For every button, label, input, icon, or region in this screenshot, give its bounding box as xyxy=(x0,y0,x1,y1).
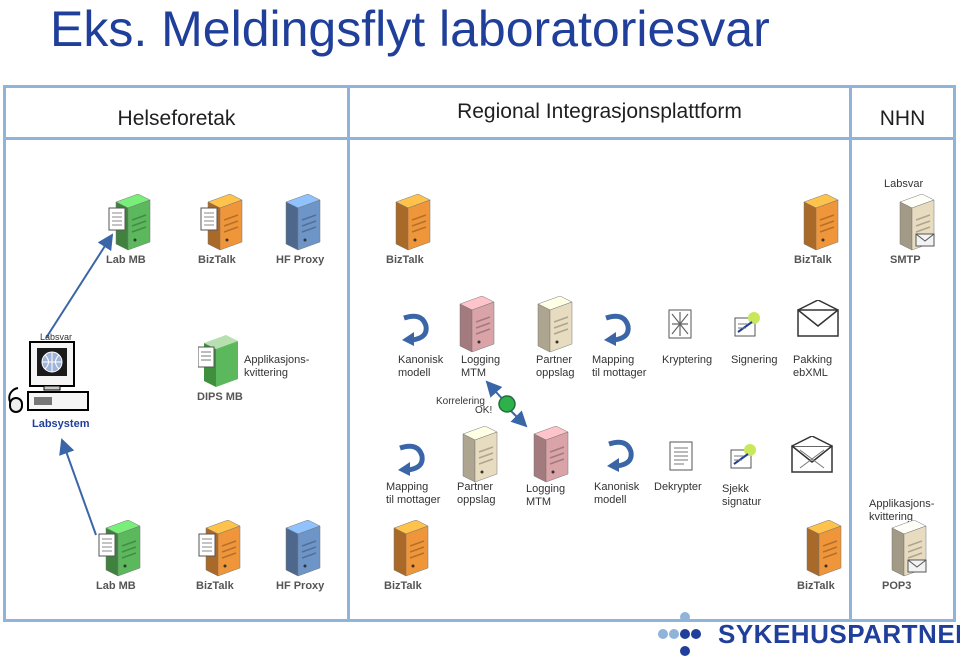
bottom-server-label: BizTalk xyxy=(797,580,835,592)
top-server-icon xyxy=(278,193,322,259)
top-server-label: BizTalk xyxy=(198,254,236,266)
labsystem-label: Labsystem xyxy=(32,418,90,430)
kryptering-icon xyxy=(666,308,696,347)
top-server-icon xyxy=(892,193,936,259)
sjekk-signatur-label: Sjekk signatur xyxy=(722,483,762,508)
signering-icon xyxy=(730,310,762,347)
pakking-ebxml-label: Pakking ebXML xyxy=(793,354,833,379)
diagram-frame xyxy=(3,85,956,622)
column-header-helseforetak: Helseforetak xyxy=(6,88,347,140)
app-kvittering-label-bottom: Applikasjons- kvittering xyxy=(869,498,935,523)
kanonisk-modell-icon xyxy=(398,312,432,351)
bottom-server-icon xyxy=(386,519,430,585)
lower-kanonisk-modell-label: Kanonisk modell xyxy=(594,481,640,506)
pakking-ebxml-icon xyxy=(796,299,840,343)
kanonisk-modell-label: Kanonisk modell xyxy=(398,354,444,379)
ok-indicator xyxy=(498,395,516,413)
labsvar-up-arrow xyxy=(45,233,114,339)
bottom-server-label: POP3 xyxy=(882,580,912,592)
column-header-nhn: NHN xyxy=(852,88,953,140)
kryptering-label: Kryptering xyxy=(662,354,713,366)
labsvar-label-middle: Labsvar xyxy=(40,332,73,342)
page-title: Eks. Meldingsflyt laboratoriesvar xyxy=(50,1,770,57)
bottom-server-label: Lab MB xyxy=(96,580,136,592)
lower-partner-oppslag-label: Partner oppslag xyxy=(457,481,496,506)
bottom-server-icon xyxy=(198,519,242,585)
top-server-label: BizTalk xyxy=(794,254,832,266)
bottom-server-label: BizTalk xyxy=(196,580,234,592)
lower-partner-oppslag-icon xyxy=(455,425,499,491)
ok-label: OK! xyxy=(475,405,493,416)
sykehuspartner-logo-icon xyxy=(658,612,701,656)
korrelering-arrow-2 xyxy=(509,409,528,428)
bottom-server-icon xyxy=(98,519,142,585)
logging-mtm-label: Logging MTM xyxy=(461,354,501,379)
lower-logging-mtm-icon xyxy=(526,425,570,491)
column-header-integrasjonsplattform: Regional Integrasjonsplattform xyxy=(350,88,849,140)
dekrypter-label: Dekrypter xyxy=(654,481,702,493)
dekrypter-icon xyxy=(667,440,697,479)
mapping-til-mottager-icon xyxy=(600,312,634,351)
bottom-server-label: BizTalk xyxy=(384,580,422,592)
mapping-til-mottager-label: Mapping til mottager xyxy=(592,354,647,379)
korrelering-label: Korrelering xyxy=(436,396,485,407)
top-server-label: HF Proxy xyxy=(276,254,325,266)
lower-mapping-til-mottager-icon xyxy=(394,442,428,481)
lab-computer-icon xyxy=(8,341,89,413)
bottom-server-icon xyxy=(278,519,322,585)
labsystem-down-arrow xyxy=(59,438,97,536)
app-kvittering-label-top: Applikasjons- kvittering xyxy=(244,354,310,379)
top-server-icon xyxy=(108,193,152,259)
dips-server-icon xyxy=(198,335,238,387)
bottom-server-label: HF Proxy xyxy=(276,580,325,592)
partner-oppslag-label: Partner oppslag xyxy=(536,354,575,379)
partner-oppslag-icon xyxy=(530,295,574,361)
bottom-server-icon xyxy=(799,519,843,585)
lower-logging-mtm-label: Logging MTM xyxy=(526,483,566,508)
top-server-label: Lab MB xyxy=(106,254,146,266)
top-server-icon xyxy=(200,193,244,259)
top-server-icon xyxy=(796,193,840,259)
column-divider xyxy=(347,88,350,619)
column-divider xyxy=(849,88,852,619)
dips-mb-label: DIPS MB xyxy=(197,391,243,403)
logging-mtm-icon xyxy=(452,295,496,361)
sjekk-signatur-icon xyxy=(726,442,758,479)
bottom-server-icon xyxy=(884,519,928,585)
lower-mapping-til-mottager-label: Mapping til mottager xyxy=(386,481,441,506)
lower-kanonisk-modell-icon xyxy=(603,438,637,477)
top-server-label: SMTP xyxy=(890,254,921,266)
sykehuspartner-logo: SYKEHUSPARTNER xyxy=(718,619,960,649)
top-server-label: BizTalk xyxy=(386,254,424,266)
labsvar-label-top: Labsvar xyxy=(884,178,924,190)
signering-label: Signering xyxy=(731,354,778,366)
encrypted-envelope-icon xyxy=(790,435,834,479)
top-server-icon xyxy=(388,193,432,259)
